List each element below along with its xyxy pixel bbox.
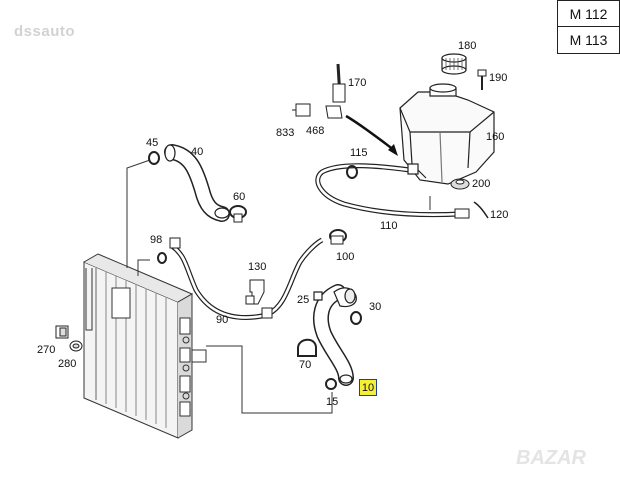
clamp-115 — [346, 165, 358, 179]
plug-280 — [69, 340, 83, 352]
clamp-30 — [350, 311, 362, 325]
level-sensor — [292, 63, 346, 119]
cap-180 — [441, 53, 467, 75]
part-label: 180 — [458, 40, 476, 52]
radiator — [83, 253, 207, 439]
bracket-130 — [245, 279, 265, 305]
clamp-98 — [157, 252, 167, 264]
clamp-70 — [297, 338, 317, 357]
model-code-m113: M 113 — [557, 27, 620, 54]
clamp-15 — [325, 378, 337, 390]
watermark-text: dssauto — [14, 23, 75, 40]
lower-hose — [313, 284, 354, 386]
part-label: 468 — [306, 125, 324, 137]
part-label: 120 — [490, 209, 508, 221]
bleed-line-90 — [169, 237, 324, 321]
part-label: 45 — [146, 137, 158, 149]
part-label: 25 — [297, 294, 309, 306]
part-label: 270 — [37, 344, 55, 356]
part-label: 110 — [380, 220, 398, 232]
outlet-flange — [313, 287, 357, 308]
part-label: 60 — [233, 191, 245, 203]
part-label: 190 — [489, 72, 507, 84]
leader-lines — [126, 159, 431, 414]
screw-190 — [477, 69, 487, 90]
highlighted-part-label[interactable]: 10 — [359, 379, 377, 396]
clamp-60 — [229, 205, 247, 223]
clamp-45 — [148, 151, 160, 165]
expansion-tank — [399, 83, 495, 185]
part-label: 100 — [336, 251, 354, 263]
mount-200 — [450, 178, 470, 190]
install-arrow — [345, 114, 398, 156]
clip-120 — [473, 201, 489, 219]
part-label: 160 — [486, 131, 504, 143]
clamp-100 — [329, 229, 347, 245]
part-label: 280 — [58, 358, 76, 370]
part-label: 98 — [150, 234, 162, 246]
part-label: 30 — [369, 301, 381, 313]
model-code-m112: M 112 — [557, 0, 620, 27]
part-label: 115 — [350, 147, 368, 159]
part-label: 130 — [248, 261, 266, 273]
clip-270 — [55, 325, 69, 339]
vent-line-110 — [315, 163, 470, 219]
part-label: 90 — [216, 314, 228, 326]
watermark-corner: BAZAR — [516, 447, 587, 469]
part-label: 833 — [276, 127, 294, 139]
part-label: 170 — [348, 77, 366, 89]
part-label: 15 — [326, 396, 338, 408]
part-label: 40 — [191, 146, 203, 158]
part-label: 70 — [299, 359, 311, 371]
part-label: 200 — [472, 178, 490, 190]
upper-hose — [164, 144, 230, 222]
